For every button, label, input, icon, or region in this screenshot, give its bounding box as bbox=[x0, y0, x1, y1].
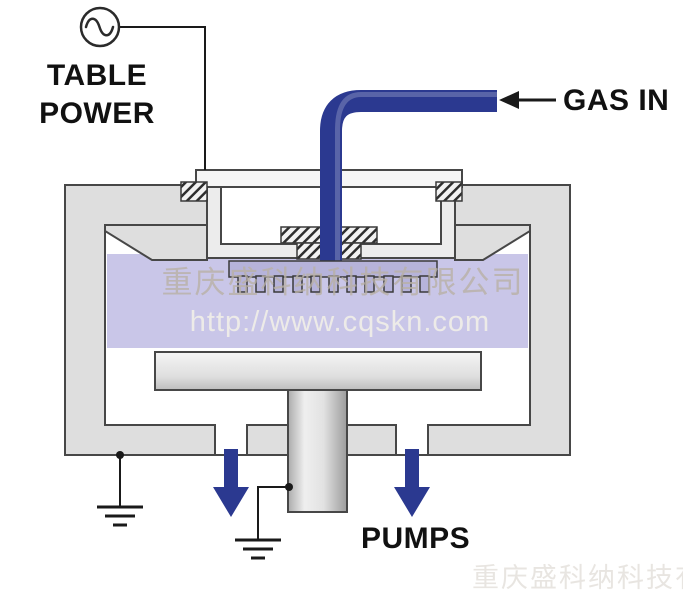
gas-pipe bbox=[320, 90, 497, 266]
showerhead-teeth bbox=[237, 275, 430, 293]
pumps-label: PUMPS bbox=[361, 522, 470, 555]
lid-seal-left-hatch bbox=[180, 181, 208, 202]
gas-pipe-run bbox=[320, 90, 497, 266]
lid-seal-right-hatch bbox=[435, 181, 463, 202]
watermark-url: http://www.cqskn.com bbox=[190, 306, 490, 338]
showerhead-tooth bbox=[383, 275, 394, 293]
gas-in-callout: GAS IN bbox=[499, 84, 669, 117]
watermark-corner: 重庆盛科纳科技有限公司 bbox=[472, 563, 683, 594]
ground-center-icon bbox=[235, 483, 293, 560]
table-power-circuit bbox=[79, 6, 206, 170]
showerhead-tooth bbox=[273, 275, 284, 293]
pump-arrow-left-icon bbox=[213, 449, 249, 517]
showerhead-tooth bbox=[346, 275, 357, 293]
gas-in-arrowhead-icon bbox=[499, 91, 519, 109]
showerhead-tooth bbox=[310, 275, 321, 293]
pedestal bbox=[287, 389, 348, 513]
showerhead-tooth bbox=[401, 275, 412, 293]
watermark: 重庆盛科纳科技有限公司 http://www.cqskn.com 重庆盛科纳科技… bbox=[162, 265, 683, 594]
pump-arrows bbox=[213, 449, 430, 517]
ac-sine-icon bbox=[84, 17, 115, 37]
table-power-wire bbox=[119, 26, 206, 170]
chamber-left-shoulder bbox=[104, 224, 208, 261]
wafer-table bbox=[154, 351, 482, 391]
showerhead-tooth bbox=[292, 275, 303, 293]
showerhead bbox=[228, 260, 438, 293]
ground-left-icon bbox=[97, 451, 143, 527]
gas-pipe-highlight bbox=[335, 92, 497, 264]
showerhead-tooth bbox=[364, 275, 375, 293]
gas-in-label: GAS IN bbox=[563, 84, 669, 117]
table-power-label-line2: POWER bbox=[39, 97, 155, 130]
watermark-company: 重庆盛科纳科技有限公司 bbox=[162, 265, 525, 301]
showerhead-tooth bbox=[255, 275, 266, 293]
pump-arrow-right-icon bbox=[394, 449, 430, 517]
ground-lead bbox=[257, 486, 289, 540]
showerhead-tooth bbox=[237, 275, 248, 293]
table-power-label-line1: TABLE bbox=[47, 59, 147, 92]
showerhead-tooth bbox=[328, 275, 339, 293]
table-power-label: TABLE POWER bbox=[39, 59, 155, 130]
showerhead-tooth bbox=[419, 275, 430, 293]
